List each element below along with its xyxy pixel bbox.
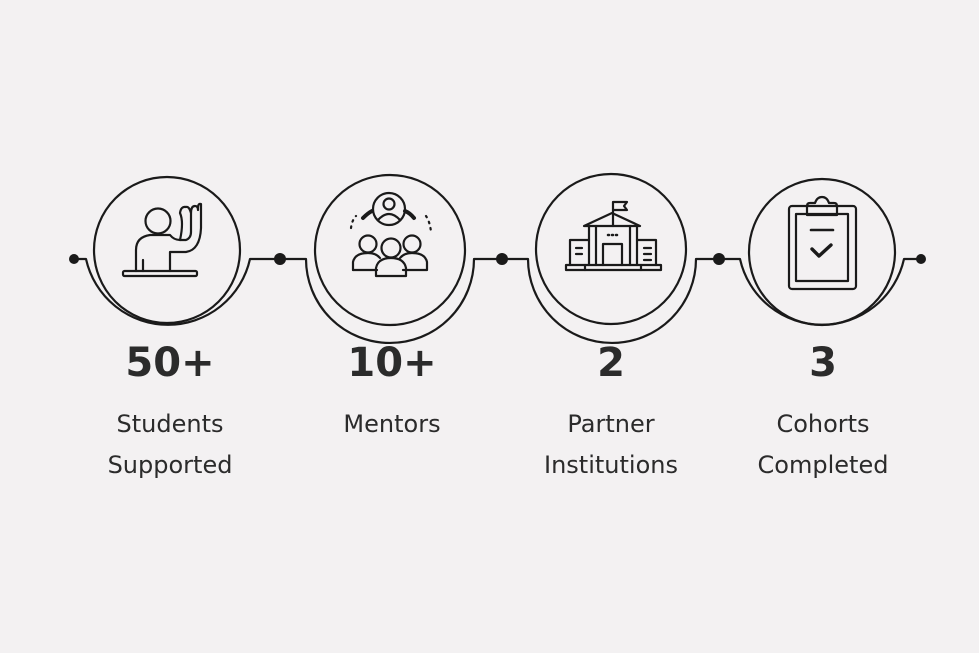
stat-value: 3 (809, 340, 837, 386)
stat-value: 10+ (347, 340, 437, 386)
icon-circle (534, 172, 688, 326)
timeline-dot (713, 253, 725, 265)
stat-label-line: Institutions (544, 451, 678, 479)
stat-value: 50+ (125, 340, 215, 386)
stat-label: Cohorts Completed (713, 404, 933, 486)
icon-circle (747, 177, 897, 327)
stat-label: Students Supported (60, 404, 280, 486)
stat-label-line: Cohorts (776, 410, 870, 438)
icon-circle (92, 175, 242, 325)
stat-label: Mentors (282, 404, 502, 445)
stat-value: 2 (597, 340, 625, 386)
timeline-dot (274, 253, 286, 265)
timeline-dot (496, 253, 508, 265)
icon-circle (313, 173, 467, 327)
stat-label-line: Partner (567, 410, 655, 438)
stat-label: Partner Institutions (501, 404, 721, 486)
timeline-dot (69, 254, 79, 264)
timeline-dot (916, 254, 926, 264)
timeline-connector (72, 257, 923, 345)
stat-label-line: Supported (107, 451, 233, 479)
timeline-dots (69, 253, 926, 265)
stat-label-line: Students (116, 410, 224, 438)
mentor-group-icon (349, 191, 433, 278)
stat-label-line: Mentors (343, 410, 441, 438)
clipboard-check-icon (787, 195, 858, 291)
stat-label-line: Completed (757, 451, 889, 479)
raised-hand-student-icon (121, 202, 203, 278)
institution-building-icon (564, 200, 663, 272)
